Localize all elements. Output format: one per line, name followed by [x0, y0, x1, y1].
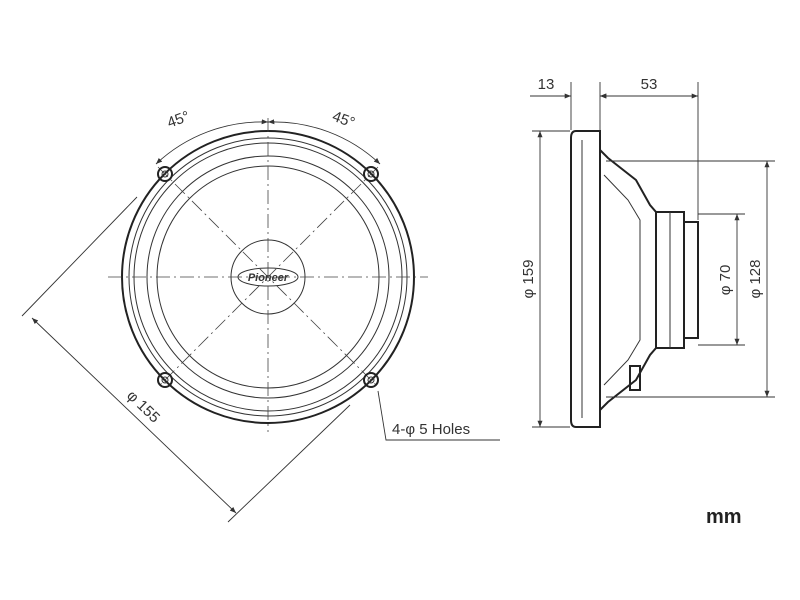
angle-right-label: 45° [330, 108, 357, 132]
mounting-tab-bottom-right [363, 372, 379, 388]
diameter-155-extension-a [21, 196, 138, 317]
units-label: mm [706, 506, 742, 528]
diameter-155-label: φ 155 [123, 387, 163, 426]
holes-leader-line [377, 390, 500, 441]
diameter-70-label: φ 70 [717, 265, 734, 296]
angle-left-label: 45° [165, 108, 192, 132]
front-logo-text: Pioneer [248, 272, 289, 284]
depth-53-label: 53 [641, 76, 658, 93]
diameter-159-label: φ 159 [520, 260, 537, 299]
side-basket-inner [603, 174, 641, 386]
diameter-155-extension-b [227, 404, 351, 523]
angle-arc-right [267, 119, 381, 165]
diameter-128-label: φ 128 [747, 260, 764, 299]
depth-13-label: 13 [538, 76, 555, 93]
mounting-tab-top-right [363, 166, 379, 182]
angle-arc-left [155, 119, 269, 165]
front-view: Pioneer 45° 45° φ 155 [21, 108, 500, 523]
diameter-155-dimension-line [31, 317, 237, 514]
side-view: 13 53 φ 159 φ 70 φ 128 [520, 76, 775, 428]
mounting-tab-top-left [157, 166, 173, 182]
side-basket [599, 149, 657, 411]
side-flange [570, 130, 601, 428]
holes-label: 4-φ 5 Holes [392, 421, 470, 438]
side-magnet [683, 221, 699, 339]
side-terminal [629, 365, 641, 391]
